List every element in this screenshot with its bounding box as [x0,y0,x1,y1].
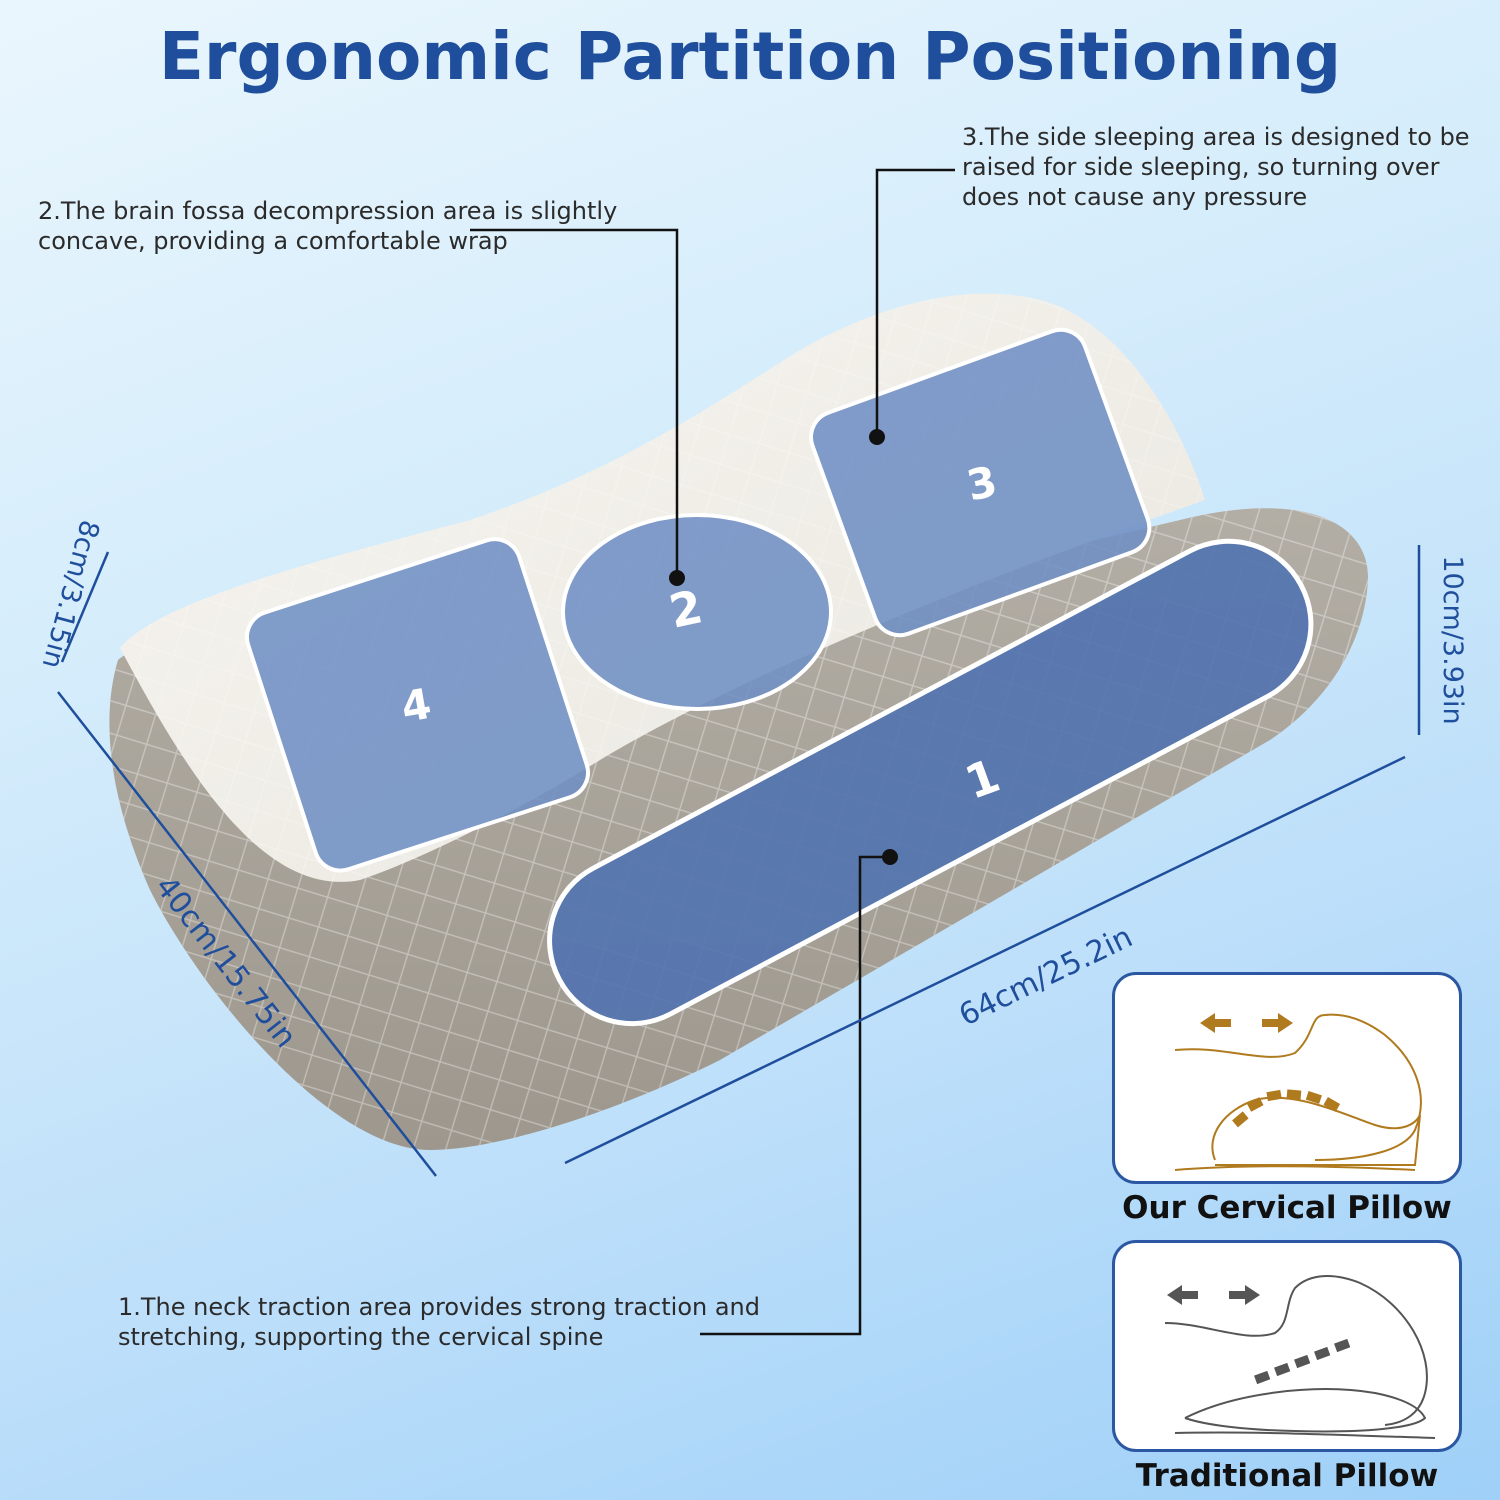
dim-label-height-left: 8cm/3.15in [36,517,105,672]
dim-line-length [564,755,1406,1165]
our-pillow-diagram [1174,1013,1422,1171]
dim-label-height-right: 10cm/3.93in [1437,555,1468,724]
leader-dot-brain [669,570,685,586]
callout-neck-traction: 1.The neck traction area provides strong… [118,1293,760,1351]
leader-dot-side [869,429,885,445]
dim-line-height-left [60,551,110,663]
arrow-left-icon [1167,1285,1198,1305]
dim-label-length: 64cm/25.2in [954,919,1138,1033]
our-pillow-card [1112,972,1462,1184]
traditional-pillow-card [1112,1240,1462,1452]
callout-brain-fossa: 2.The brain fossa decompression area is … [38,197,618,255]
dimension-lines [57,545,1421,1177]
leader-line-side [875,168,955,437]
zone-1-neck-traction [547,538,1314,1027]
leader-line-neck [700,855,890,1336]
leader-lines [470,168,955,1336]
our-pillow-caption: Our Cervical Pillow [1122,1190,1452,1226]
callout-side-sleeping: 3.The side sleeping area is designed to … [962,123,1470,211]
page-title: Ergonomic Partition Positioning [158,18,1342,95]
zone-3-side-area [809,327,1152,638]
traditional-pillow-diagram [1164,1275,1436,1439]
arrow-left-icon [1200,1013,1231,1033]
arrow-right-icon [1229,1285,1260,1305]
zone-4-back-area [244,537,590,873]
leader-line-brain [470,228,679,578]
arrow-right-icon [1262,1013,1293,1033]
dim-line-depth [57,691,437,1177]
traditional-pillow-caption: Traditional Pillow [1135,1458,1439,1494]
zone-2-brain-fossa [561,513,833,711]
leader-dot-neck [882,849,898,865]
